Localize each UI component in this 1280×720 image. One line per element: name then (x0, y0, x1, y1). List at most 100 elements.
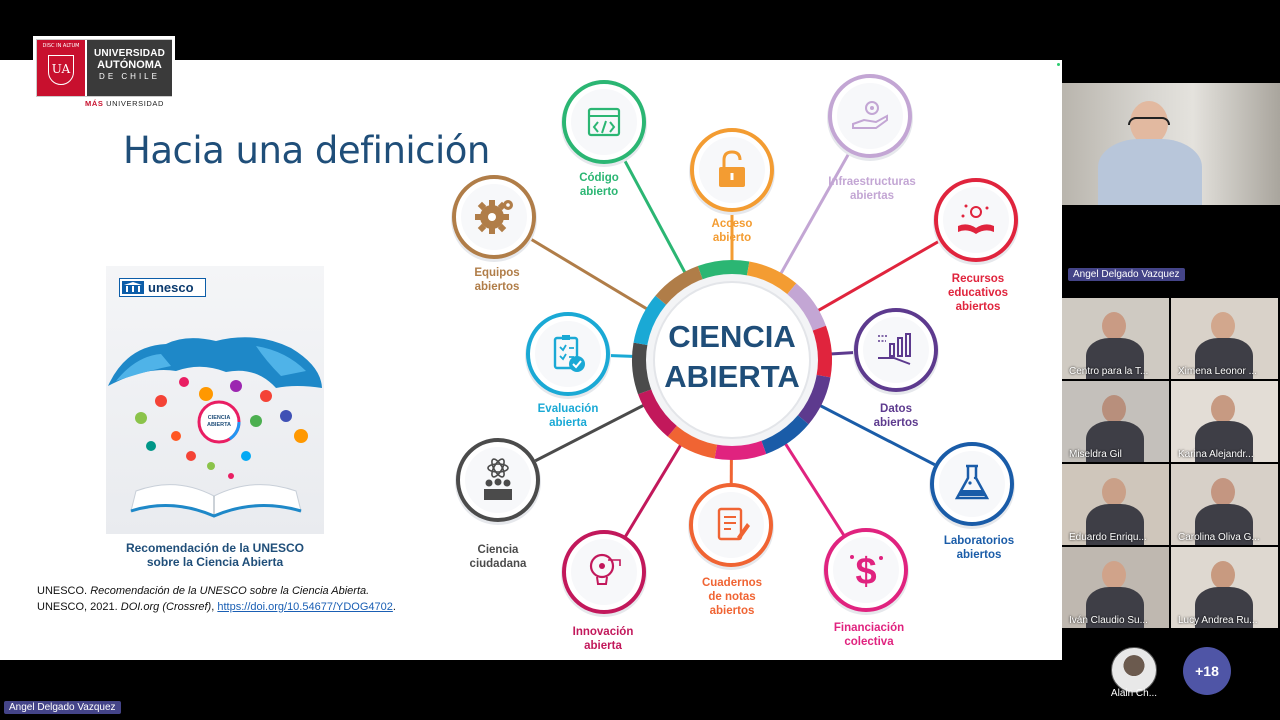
ref-line1-plain: UNESCO. (37, 585, 91, 597)
ring-segment (714, 438, 767, 460)
node-label-cuadernos-3: abiertos (710, 605, 755, 617)
participant-figure (1211, 478, 1235, 506)
ring-segment (655, 266, 704, 307)
checklist-icon (553, 335, 585, 372)
active-speaker-video[interactable] (1062, 83, 1280, 205)
bar-chart-hand-icon (878, 333, 911, 365)
participant-name: Eduardo Enriqu... (1069, 532, 1147, 543)
participant-tile[interactable]: Ximena Leonor ... (1171, 298, 1278, 379)
participant-figure (1102, 561, 1126, 589)
node-label-acceso-1: Acceso (712, 218, 753, 230)
logo-monogram: UA (51, 62, 71, 76)
ring-segment (632, 342, 654, 395)
node-recursos: Recursos educativos abiertos (933, 178, 1019, 313)
node-label-acceso-2: abierto (713, 232, 751, 244)
node-label-codigo-1: Código (579, 172, 619, 184)
notepad-icon (717, 507, 750, 541)
ring-segment (785, 283, 826, 332)
node-label-laboratorios-2: abiertos (957, 549, 1002, 561)
lightbulb-icon (589, 553, 621, 585)
logo-motto: DISC IN ALTUM (42, 43, 80, 49)
ring-segment (810, 325, 832, 378)
node-laboratorios: Laboratorios abiertos (929, 442, 1015, 561)
ring-segment (760, 413, 809, 454)
active-speaker-name: Angel Delgado Vazquez (1068, 268, 1185, 281)
participant-tile[interactable]: Miseldra Gil (1062, 381, 1169, 462)
slide-title: Hacia una definición (123, 129, 490, 172)
ring-segment (638, 388, 679, 437)
book-caption-line1: Recomendación de la UNESCO (125, 541, 305, 555)
ref-line1-italic: Recomendación de la UNESCO sobre la Cien… (90, 585, 370, 597)
ref-line2-end: . (392, 601, 396, 613)
participant-tile[interactable]: Eduardo Enriqu... (1062, 464, 1169, 545)
node-label-datos-2: abiertos (874, 417, 919, 429)
participant-tile[interactable]: Karina Alejandr... (1171, 381, 1278, 462)
participant-name: Ximena Leonor ... (1178, 366, 1257, 377)
participant-name: Lucy Andrea Ru... (1178, 615, 1258, 626)
shield-icon (48, 55, 74, 85)
node-label-evaluacion-1: Evaluación (538, 403, 599, 415)
participant-figure (1211, 312, 1235, 340)
doi-link[interactable]: https://doi.org/10.54677/YDOG4702 (217, 601, 393, 613)
ring-segment (746, 261, 797, 296)
node-label-financiacion-1: Financiación (834, 622, 904, 634)
node-label-ciudadana-2: ciudadana (470, 558, 527, 570)
node-label-codigo-2: abierto (580, 186, 618, 198)
node-label-equipos-2: abiertos (475, 281, 520, 293)
dollar-icon: $ (850, 551, 883, 593)
logo-line3: DE CHILE (99, 72, 160, 81)
ref-line2-sep: , (211, 601, 218, 613)
logo-line2: AUTÓNOMA (97, 59, 162, 71)
svg-text:CIENCIA: CIENCIA (208, 415, 231, 421)
book-caption: Recomendación de la UNESCO sobre la Cien… (106, 541, 324, 569)
participant-figure (1102, 312, 1126, 340)
headset-icon (1128, 117, 1170, 125)
diagram-nodes: CódigoabiertoAccesoabiertoInfraestructur… (451, 74, 1019, 652)
node-label-ciudadana-1: Ciencia (478, 544, 520, 556)
participant-avatar[interactable] (1111, 647, 1157, 693)
logo-tagline: MÁS UNIVERSIDAD (85, 99, 165, 108)
unesco-logo: unesco (119, 278, 206, 297)
open-book-icon (958, 204, 994, 234)
unesco-brand-text: unesco (148, 280, 194, 295)
book-globe-illustration (108, 337, 322, 518)
reference-citation: UNESCO. Recomendación de la UNESCO sobre… (37, 583, 396, 615)
participant-tile[interactable]: Iván Claudio Su... (1062, 547, 1169, 628)
participant-name: Iván Claudio Su... (1069, 615, 1148, 626)
people-atom-icon (484, 458, 512, 500)
participant-tile[interactable]: Carolina Oliva G... (1171, 464, 1278, 545)
participant-tile[interactable]: Centro para la T... (1062, 298, 1169, 379)
node-label-recursos-3: abiertos (956, 301, 1001, 313)
node-label-financiacion-2: colectiva (844, 636, 894, 648)
center-title-line2: ABIERTA (664, 359, 799, 394)
presenter-name: Angel Delgado Vazquez (4, 701, 121, 714)
avatar-participant-name: Alain Ch... (1110, 688, 1158, 699)
unesco-book-cover: unesco CIENCIA ABIERTA (106, 266, 324, 534)
logo-line1: UNIVERSIDAD (93, 48, 166, 59)
center-inner-disc (653, 281, 811, 439)
university-logo: DISC IN ALTUM UA UNIVERSIDAD AUTÓNOMA DE… (33, 36, 175, 110)
participant-figure (1102, 395, 1126, 423)
node-label-recursos-2: educativos (948, 287, 1008, 299)
book-cover-center-label: CIENCIA ABIERTA (207, 415, 231, 428)
hand-gear-icon (852, 101, 888, 129)
gears-icon (475, 200, 513, 234)
unlocked-padlock-icon (719, 150, 745, 187)
ring-segment (667, 424, 718, 459)
node-label-recursos-1: Recursos (952, 273, 1004, 285)
ring-segment (697, 260, 750, 282)
node-label-equipos-1: Equipos (474, 267, 519, 279)
center-title-line1: CIENCIA (668, 319, 795, 354)
node-financiacion: $ Financiación colectiva (823, 528, 909, 648)
more-participants-button[interactable]: +18 (1183, 647, 1231, 695)
node-ciudadana: Ciencia ciudadana (455, 438, 541, 570)
participant-figure (1211, 561, 1235, 589)
ref-line2-plain: UNESCO, 2021. (37, 601, 121, 613)
node-equipos: Equipos abiertos (451, 175, 537, 293)
node-label-laboratorios-1: Laboratorios (944, 535, 1014, 547)
participant-tile[interactable]: Lucy Andrea Ru... (1171, 547, 1278, 628)
